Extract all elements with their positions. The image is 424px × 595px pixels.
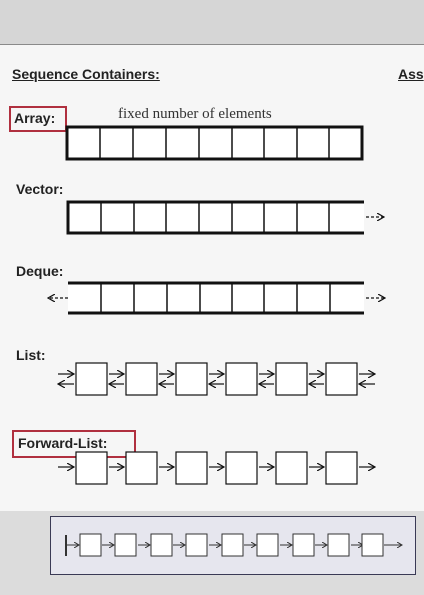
top-bar: [0, 0, 424, 44]
array-label: Array:: [14, 110, 56, 126]
thumbnail-diagram: [65, 533, 402, 557]
list-diagram: [58, 362, 375, 396]
slide-title: Sequence Containers:: [12, 66, 160, 82]
vector-diagram: [66, 200, 384, 235]
forward-list-diagram: [58, 451, 375, 485]
array-annotation: fixed number of elements: [118, 106, 272, 122]
right-title-fragment: Ass: [398, 66, 424, 82]
deque-label: Deque:: [16, 263, 64, 279]
array-diagram: [65, 125, 364, 161]
forward-list-label: Forward-List:: [18, 435, 108, 451]
slide: [0, 44, 424, 512]
deque-diagram: [48, 281, 385, 315]
array-label-highlight: [9, 106, 67, 132]
vector-label: Vector:: [16, 181, 64, 197]
list-label: List:: [16, 347, 46, 363]
forward-list-label-highlight: [12, 430, 136, 458]
